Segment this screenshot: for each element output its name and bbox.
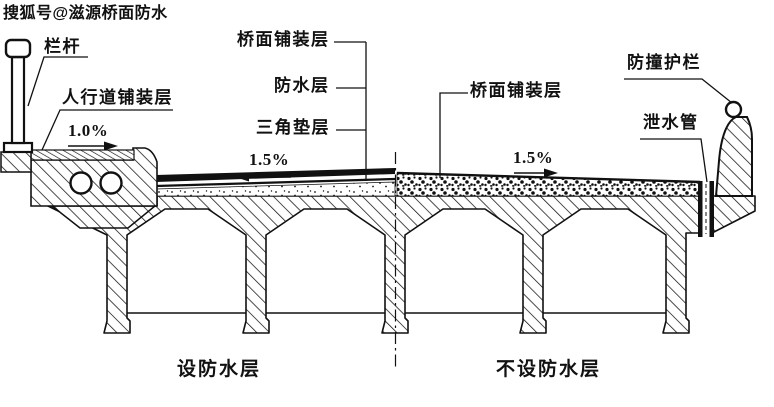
label-right-deck-slope: 1.5% xyxy=(513,148,554,167)
railing-cap xyxy=(4,38,32,59)
sidewalk-curb-block xyxy=(0,151,32,173)
label-zone-without-waterproofing: 不设防水层 xyxy=(496,359,602,380)
sidewalk-pavement-band xyxy=(30,149,135,161)
waterproof-layer-shape xyxy=(155,177,396,188)
leader-lines xyxy=(27,41,733,183)
railing-post xyxy=(10,55,26,145)
label-waterproof-layer: 防水层 xyxy=(274,76,330,95)
label-railing: 栏杆 xyxy=(44,37,81,56)
drain-pipe-shape xyxy=(698,181,714,237)
deck-slab-and-girders xyxy=(47,195,756,334)
sidewalk-block xyxy=(30,147,158,207)
label-deck-pavement-right: 桥面铺装层 xyxy=(470,81,563,100)
crash-barrier-rail-tube xyxy=(724,100,743,119)
right-deck-slope-arrow xyxy=(514,168,558,178)
crash-barrier-shape xyxy=(714,116,753,197)
label-sidewalk-slope: 1.0% xyxy=(68,121,109,140)
sidewalk-slope-arrow xyxy=(68,141,118,151)
label-deck-pavement-left: 桥面铺装层 xyxy=(237,30,330,49)
sidewalk-duct-left xyxy=(69,171,93,195)
label-zone-with-waterproofing: 设防水层 xyxy=(177,359,262,380)
label-sidewalk-pavement-layer: 人行道铺装层 xyxy=(62,88,173,107)
watermark: 搜狐号@滋源桥面防水 xyxy=(3,5,168,22)
sidewalk-duct-right xyxy=(99,171,123,195)
deck-pavement-left-shape xyxy=(156,168,395,182)
left-deck-slope-arrow xyxy=(235,172,291,182)
deck-pavement-right-surface xyxy=(396,171,701,184)
railing-base xyxy=(2,141,34,154)
label-left-deck-slope: 1.5% xyxy=(249,150,290,169)
label-crash-barrier: 防撞护栏 xyxy=(627,53,701,72)
label-triangle-cushion-layer: 三角垫层 xyxy=(256,118,330,137)
label-drain-pipe: 泄水管 xyxy=(643,113,699,132)
